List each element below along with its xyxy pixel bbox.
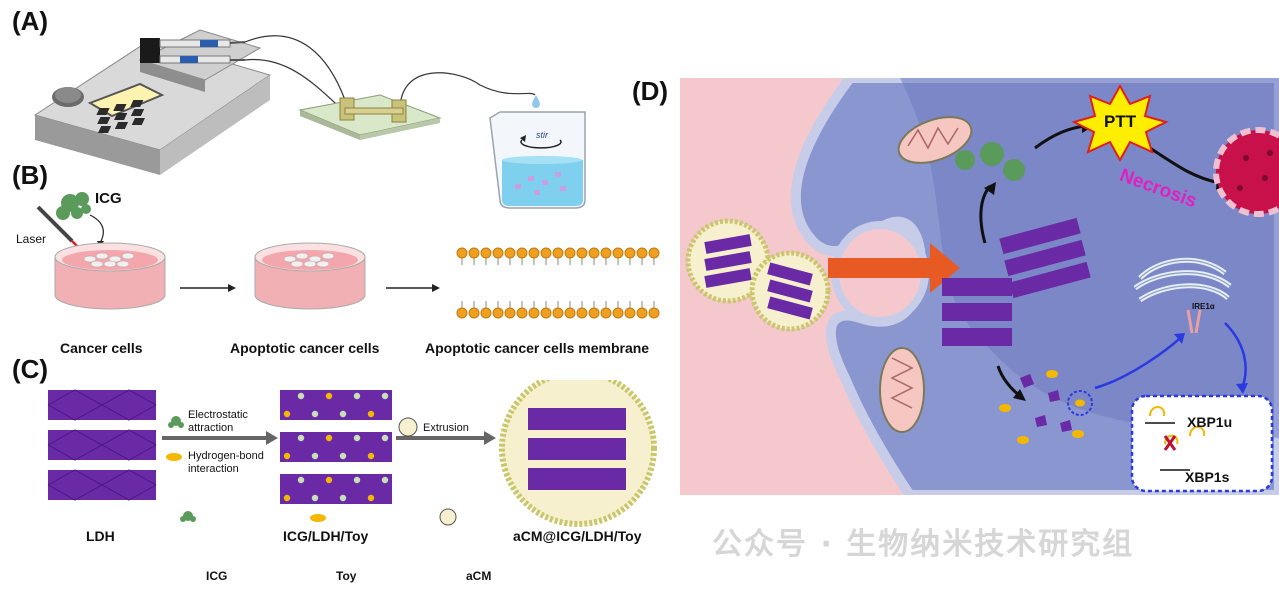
icg-ldh-toy-stack [280,390,392,504]
electrostatic-label: Electrostatic attraction [188,409,248,434]
legend-acm: aCM [466,569,492,583]
uptake-arrow [828,258,933,278]
ldh-stack-center [942,278,1012,346]
xbp1u-label: XBP1u [1187,414,1233,430]
caption-apoptotic-cells: Apoptotic cancer cells [230,340,380,356]
ldh-stack [47,389,157,501]
panel-label-d: (D) [632,76,669,106]
ire1-receptor [1186,309,1202,334]
beaker: stir [489,95,586,209]
toy-small-icon [166,453,182,461]
endoplasmic-reticulum-outline [1134,259,1231,301]
syringe-pump [33,29,272,175]
icg-released [955,142,1025,181]
panel-label-a: (A) [12,6,49,36]
extrusion-label: Extrusion [423,422,469,434]
caption-cancer-cells: Cancer cells [60,340,143,356]
caption-acm-icg-ldh-toy: aCM@ICG/LDH/Toy [513,528,642,544]
panel-label-b: (B) [12,160,49,190]
mitochondrion-top [897,116,973,164]
laser-pointer-icon [36,205,74,243]
legend-toy: Toy [336,569,357,583]
panel-a-illustration: stir [33,29,586,209]
ldh-stack-upper [999,217,1091,299]
mitochondrion-bottom [879,347,925,433]
hbond-label: Hydrogen-bond interaction [188,450,264,475]
acm-vesicle-right [749,250,831,332]
ptt-burst-icon [1071,83,1169,163]
ire1-label: IRE1α [1192,302,1215,311]
icg-label-b: ICG [95,190,122,207]
extruder-device [298,94,442,140]
released-fragments [999,370,1093,444]
petri-dish-cancer-cells [54,242,166,310]
legend-icg: ICG [206,569,228,583]
acm-vesicle-left [685,218,771,304]
caption-ldh: LDH [86,528,115,544]
icg-small-icon [168,416,184,428]
laser-label: Laser [16,232,47,246]
watermark: 公众号 · 生物纳米技术研究组 [712,527,1135,562]
icg-molecule-icon [56,192,91,220]
acm-small-icon [398,417,418,437]
acm-vesicle [499,380,657,527]
xbp1s-label: XBP1s [1185,469,1230,485]
panel-c-illustration [47,380,657,527]
stir-label: stir [536,130,549,140]
panel-b-illustration [36,192,660,319]
caption-apoptotic-membrane: Apoptotic cancer cells membrane [425,340,650,356]
panel-label-c: (C) [12,354,49,384]
caption-icg-ldh-toy: ICG/LDH/Toy [283,528,369,544]
panel-d-illustration [680,78,1279,495]
ptt-label: PTT [1104,112,1137,131]
lipid-bilayer [456,247,660,319]
petri-dish-apoptotic-cells [254,242,366,310]
xbp1-splicing-box [1130,394,1274,493]
necrotic-cell [1213,127,1279,217]
